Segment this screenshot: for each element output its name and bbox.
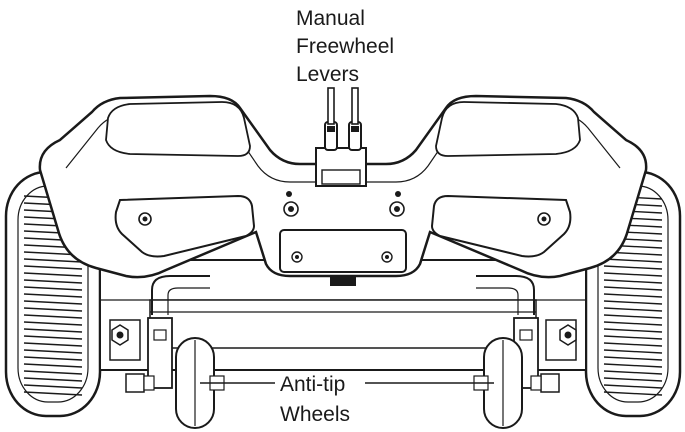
left-mount-nut [111,324,129,346]
tire-tread-line [603,335,663,340]
tire-tread-line [23,286,83,291]
left-freewheel-lever [324,87,338,151]
tire-tread-line [23,363,83,368]
antitip-label-line1: Anti-tip [280,373,345,396]
tire-tread-line [603,377,663,382]
tire-tread-line [23,342,83,347]
tire-tread-line [23,384,83,389]
tire-tread-line [603,363,663,368]
freewheel-lever-housing [315,147,367,187]
right-top-pad [435,101,581,157]
tire-tread-line [603,314,663,319]
tire-tread-line [603,300,663,305]
tire-tread-line [603,258,663,263]
right-anti-tip-wheel [483,337,523,429]
right-mount-nut [559,324,577,346]
tire-tread-line [603,349,663,354]
tire-tread-line [23,258,83,263]
tire-tread-line [23,391,83,396]
tire-tread-line [603,384,663,389]
antitip-label-line2: Wheels [280,403,350,426]
tire-tread-line [23,300,83,305]
freewheel-label-line2: Freewheel [296,35,394,58]
tire-tread-line [23,370,83,375]
tire-tread-line [603,370,663,375]
bolt-center-left [283,201,299,217]
bolt-right-panel [537,212,551,226]
tire-tread-line [603,342,663,347]
left-top-pad [105,101,251,157]
freewheel-label-line3: Levers [296,63,359,86]
tire-tread-line [23,328,83,333]
bolt-plate-right [381,251,393,263]
tire-tread-line [23,279,83,284]
bolt-left-panel [138,212,152,226]
tire-tread-line [603,286,663,291]
tire-tread-line [603,272,663,277]
tire-tread-line [603,328,663,333]
tire-tread-line [603,321,663,326]
tire-tread-line [23,356,83,361]
rear-body-shell [38,94,648,279]
tire-tread-line [603,293,663,298]
anti-tip-wheels-label: Anti-tip Wheels [280,373,350,426]
tire-tread-line [23,335,83,340]
tire-tread-line [23,307,83,312]
right-freewheel-lever [348,87,362,151]
tire-tread-line [23,349,83,354]
right-side-panel [430,194,572,258]
tire-tread-line [603,356,663,361]
tire-tread-line [603,279,663,284]
freewheel-levers-label: Manual Freewheel Levers [296,7,394,86]
tire-tread-line [23,272,83,277]
tire-tread-line [603,391,663,396]
center-plate [279,229,407,273]
bolt-center-right [389,201,405,217]
tire-tread-line [23,314,83,319]
bolt-plate-left [291,251,303,263]
tire-tread-line [23,265,83,270]
tire-tread-line [603,265,663,270]
freewheel-label-line1: Manual [296,7,365,30]
left-side-panel [114,194,256,258]
tire-tread-line [23,293,83,298]
tire-tread-line [23,377,83,382]
tire-tread-line [23,321,83,326]
tire-tread-line [603,307,663,312]
chassis-frame [99,259,587,371]
